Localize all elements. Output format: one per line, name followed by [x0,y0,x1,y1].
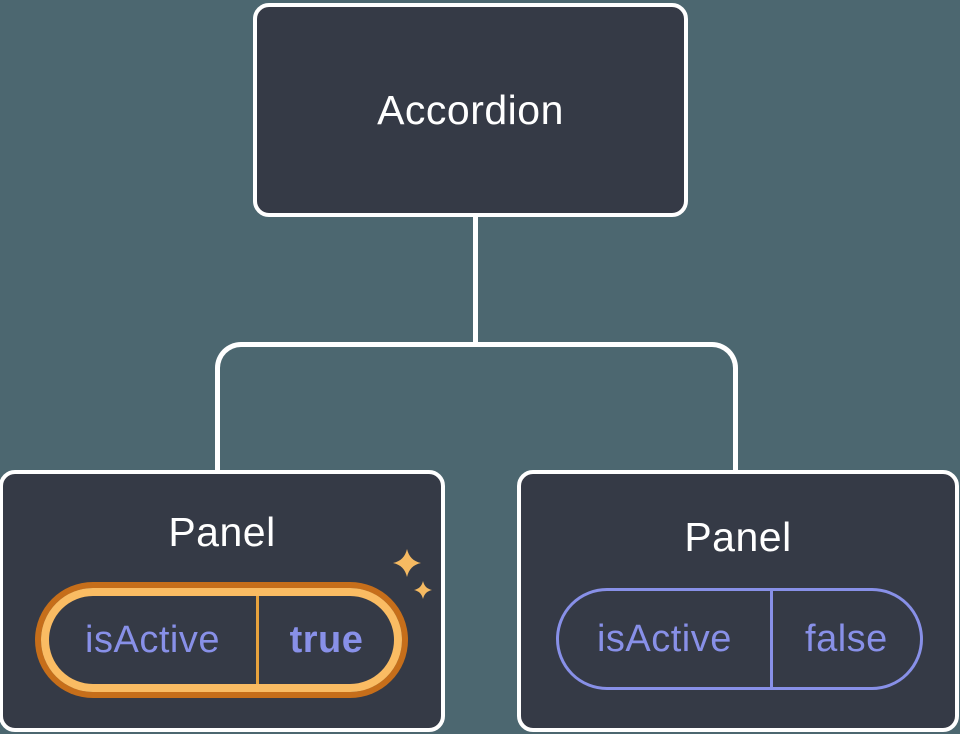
connector-root-stem [473,215,478,346]
prop-value-label: false [769,591,920,687]
prop-pill-active: isActive true [41,588,402,692]
panel-title: Panel [684,514,792,560]
prop-value-label: true [256,596,394,684]
prop-name-label: isActive [596,617,732,660]
panel-title: Panel [168,509,276,555]
node-panel-active: Panel isActive true [0,470,445,732]
sparkle-icon-small [414,581,432,599]
node-accordion: Accordion [253,3,688,217]
connector-branch [215,342,738,470]
node-panel-inactive: Panel isActive false [517,470,959,732]
prop-name-label: isActive [85,618,220,661]
prop-pill-inactive: isActive false [556,588,923,690]
node-accordion-label: Accordion [377,86,564,133]
sparkle-icon-large [393,549,421,577]
